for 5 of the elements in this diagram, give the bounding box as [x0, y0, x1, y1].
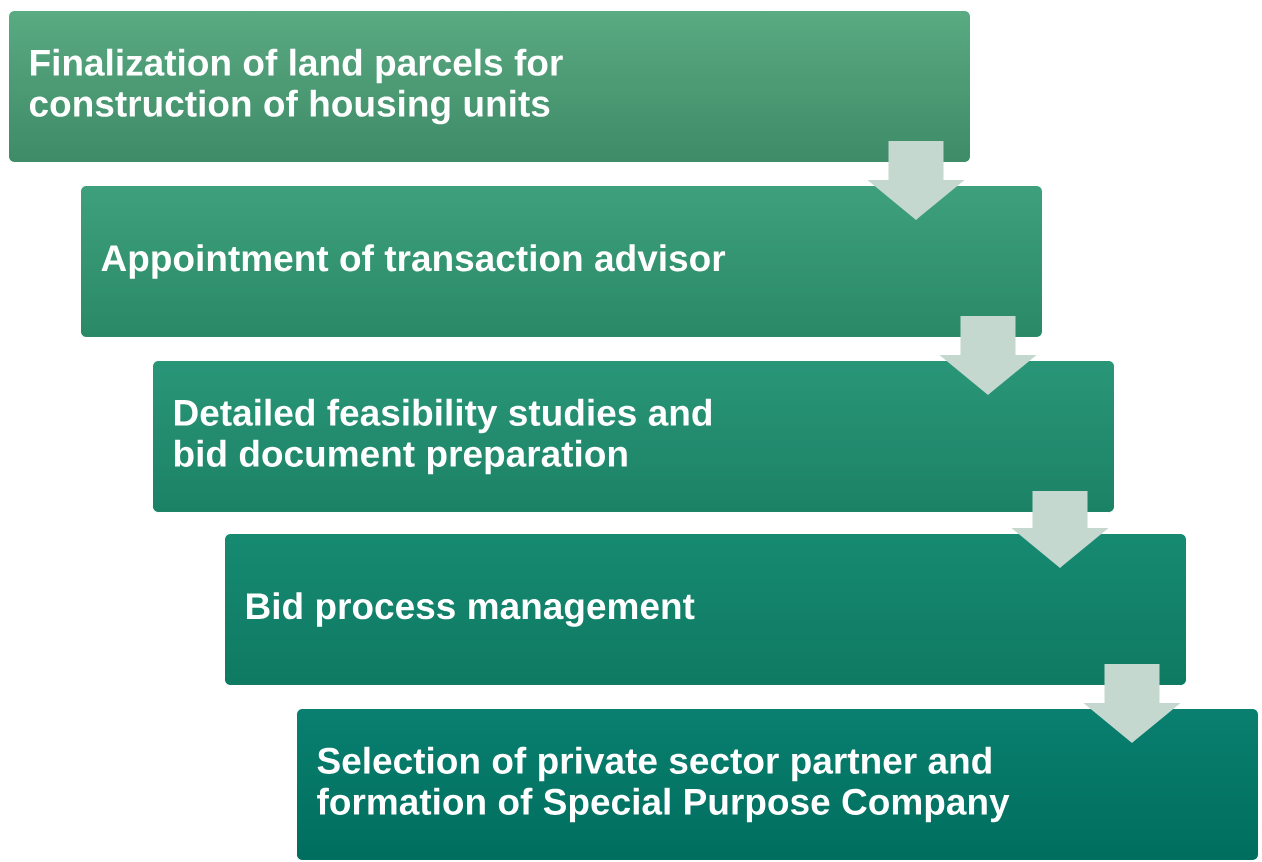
step-box: Detailed feasibility studies and bid document preparation — [152, 360, 1115, 513]
step-box: Finalization of land parcels for construction of housing units — [8, 10, 971, 163]
step-box: Bid process management — [224, 533, 1187, 686]
step-box: Selection of private sector partner and formation of Special Purpose Company — [296, 708, 1259, 861]
step-box: Appointment of transaction advisor — [80, 185, 1043, 338]
